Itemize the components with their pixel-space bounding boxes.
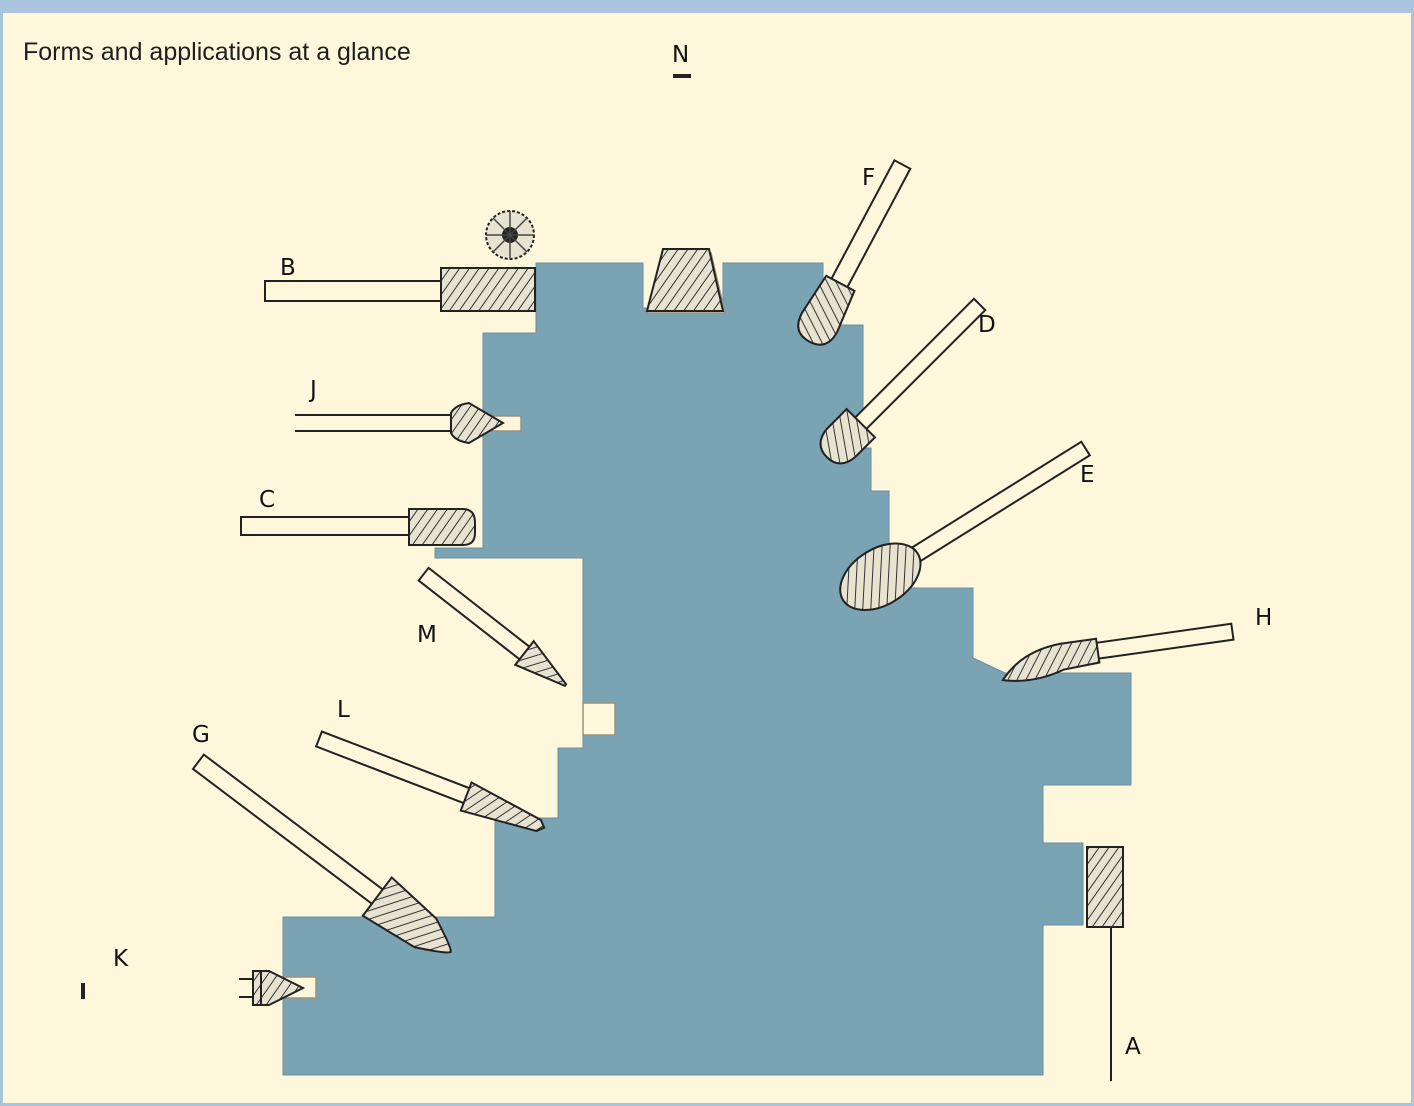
label-c: C [259,487,275,513]
label-d: D [978,312,996,338]
tool-n-head [647,249,723,311]
tool-c-head [409,509,475,545]
workpiece [283,263,1131,1075]
burr-forms-diagram: A B C D E F G H J K L M N [3,13,1411,1103]
tool-j [295,403,503,443]
label-l: L [337,697,350,723]
label-n: N [672,42,689,68]
tool-b-head [441,268,535,311]
label-g: G [192,722,210,748]
tool-c [241,509,475,545]
label-m: M [417,622,437,648]
tool-l [313,726,550,841]
tool-k [81,971,303,1005]
tool-a [1087,847,1123,1081]
tool-m [414,562,574,696]
tool-f [792,156,921,351]
label-h: H [1255,605,1272,631]
label-e: E [1080,462,1095,488]
pocket-m [583,703,615,735]
tool-b [265,268,535,311]
label-b: B [280,255,296,281]
label-a: A [1125,1034,1141,1060]
tool-n [647,74,723,311]
tool-a-head [1087,847,1123,927]
disc-burr [486,211,534,259]
label-k: K [113,946,129,972]
label-f: F [862,165,875,191]
label-j: J [308,377,317,403]
